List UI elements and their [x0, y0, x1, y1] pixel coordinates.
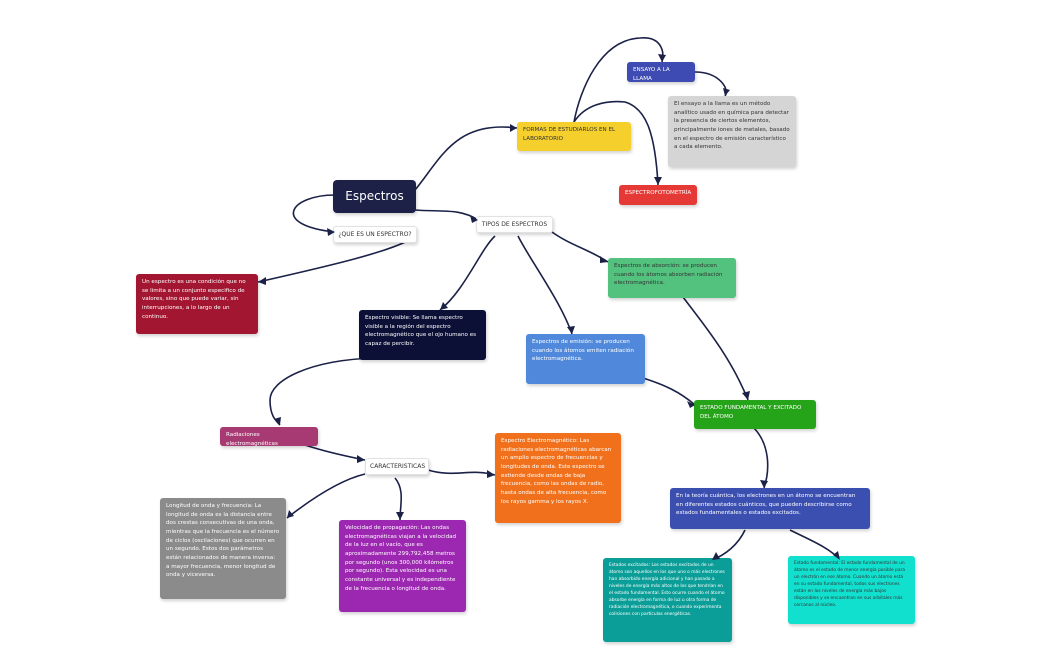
radiaciones-electromagneticas-node[interactable]: Radiaciones electromagnéticas: [220, 427, 318, 446]
estado-fundamental-node[interactable]: Estado fundamental: El estado fundamenta…: [788, 556, 915, 624]
espectro-visible-node[interactable]: Espectro visible: Se llama espectro visi…: [359, 310, 486, 360]
caracteristicas-label[interactable]: CARACTERISTICAS: [365, 458, 429, 476]
espectro-definition-node[interactable]: Un espectro es una condición que no se l…: [136, 274, 258, 334]
velocidad-propagacion-node[interactable]: Velocidad de propagación: Las ondas elec…: [339, 520, 466, 612]
estados-excitados-node[interactable]: Estados excitados: Los estados excitados…: [603, 558, 732, 642]
longitud-frecuencia-node[interactable]: Longitud de onda y frecuencia: La longit…: [160, 498, 286, 599]
link-caracteristicas-electro: [427, 469, 496, 476]
link-title-tipos: [414, 209, 479, 221]
link-tipos-emision: [517, 235, 573, 335]
link-radiaciones-caracteristicas: [304, 444, 366, 461]
espectro-electromagnetico-node[interactable]: Espectro Electromagnético: Las radiacion…: [495, 433, 621, 523]
link-tipos-visible: [439, 235, 496, 311]
title-node[interactable]: Espectros: [333, 180, 416, 213]
link-desc-excitado: [711, 529, 746, 561]
espectrofotometria-node[interactable]: ESPECTROFOTOMETRÍA: [619, 185, 697, 205]
formas-estudiarlos-node[interactable]: FORMAS DE ESTUDIARLOS EN EL LABORATORIO: [517, 122, 631, 151]
link-caracteristicas-velocidad: [394, 477, 403, 521]
ensayo-llama-node[interactable]: ENSAYO A LA LLAMA: [627, 62, 695, 82]
que-es-espectro-label[interactable]: ¿QUE ES UN ESPECTRO?: [333, 226, 417, 244]
link-caracteristicas-longitud: [286, 473, 366, 519]
estado-fundamental-excitado-node[interactable]: ESTADO FUNDAMENTAL Y EXCITADO DEL ÁTOMO: [694, 400, 816, 429]
link-llama-desc: [694, 71, 727, 97]
link-tipos-absorcion: [551, 231, 609, 263]
link-absorcion-estado: [682, 296, 749, 401]
link-visible-radiaciones: [269, 357, 376, 426]
ensayo-llama-description[interactable]: El ensayo a la llama es un método analít…: [668, 96, 796, 167]
espectros-emision-node[interactable]: Espectros de emisión: se producen cuando…: [526, 334, 645, 384]
estado-description-node[interactable]: En la teoría cuántica, los electrones en…: [670, 488, 870, 529]
link-title-estudiarlos: [414, 126, 518, 191]
link-title-quees: [292, 194, 336, 233]
link-estudiarlos-llama: [573, 37, 664, 123]
tipos-espectros-label[interactable]: TIPOS DE ESPECTROS: [476, 216, 553, 234]
link-estado-desc: [753, 427, 769, 489]
link-estudiarlos-espectro: [573, 100, 659, 186]
espectros-absorcion-node[interactable]: Espectros de absorción: se producen cuan…: [608, 258, 736, 298]
link-emision-estado: [642, 377, 696, 406]
